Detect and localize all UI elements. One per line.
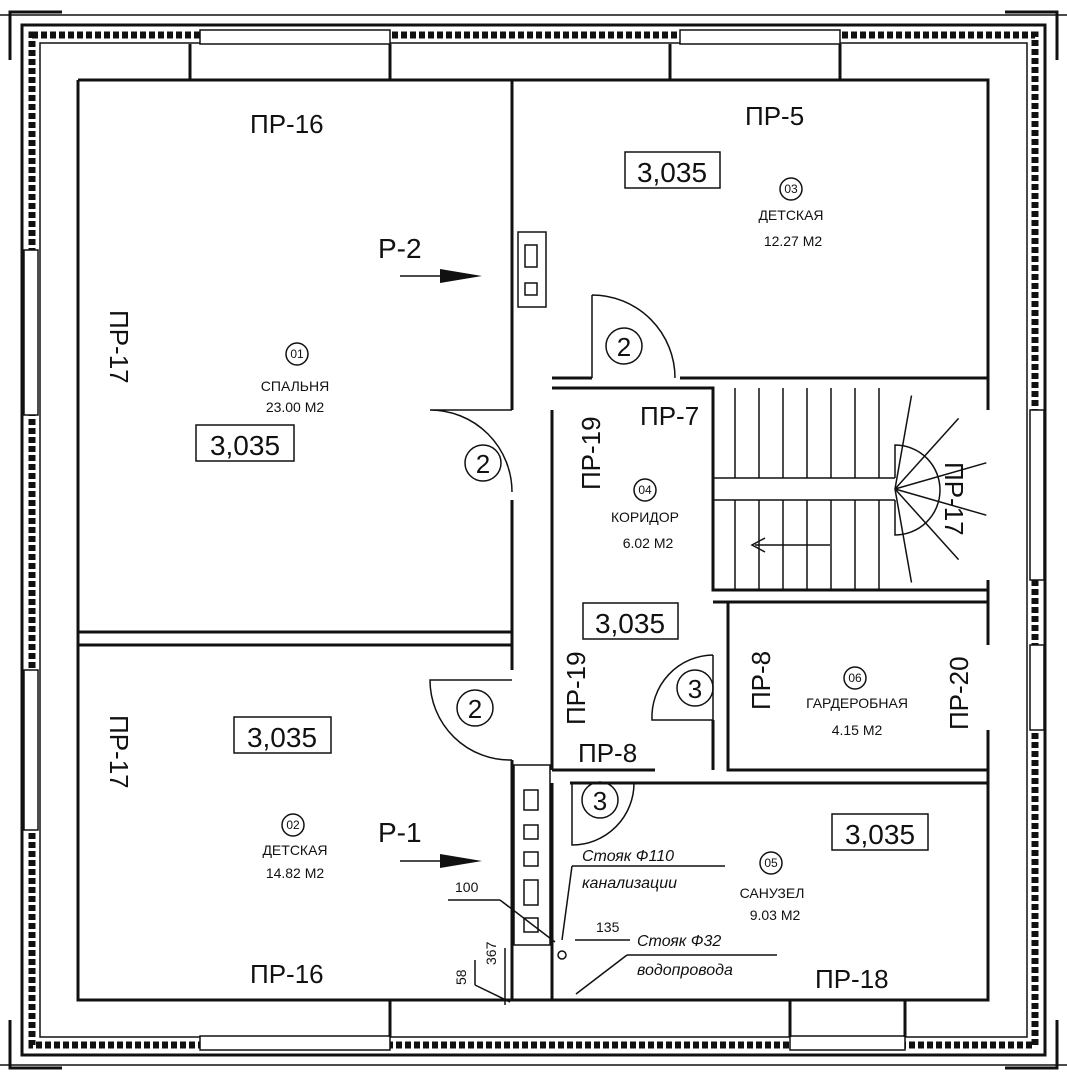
level-mark: 3,035 <box>595 608 665 639</box>
plumbing-notes: Стояк Ф110 канализации Стояк Ф32 водопро… <box>557 848 777 995</box>
door-number: 3 <box>593 786 607 816</box>
wall-label: ПР-19 <box>561 651 591 725</box>
room-area: 23.00 М2 <box>266 399 325 415</box>
level-mark: 3,035 <box>210 430 280 461</box>
room-area: 9.03 М2 <box>750 907 801 923</box>
level-mark: 3,035 <box>247 722 317 753</box>
ventilation-ducts <box>513 231 551 946</box>
wall-label: ПР-20 <box>944 656 974 730</box>
wall-label: ПР-18 <box>815 964 889 994</box>
level-mark: 3,035 <box>637 157 707 188</box>
staircase <box>713 388 987 590</box>
wall-label: ПР-17 <box>104 715 134 789</box>
interior-walls <box>76 44 990 1037</box>
dimension-label: 58 <box>453 969 469 985</box>
door-number: 2 <box>617 332 631 362</box>
stair-winder <box>894 444 941 536</box>
windows <box>23 29 1045 1051</box>
room-number: 02 <box>286 818 300 832</box>
exterior-walls <box>0 10 1067 1070</box>
room-name: ДЕТСКАЯ <box>262 842 327 858</box>
room-name: СПАЛЬНЯ <box>261 378 329 394</box>
dimension-label: 135 <box>596 919 620 935</box>
wall-label: ПР-17 <box>939 462 969 536</box>
door-number: 2 <box>468 694 482 724</box>
room-number: 03 <box>784 182 798 196</box>
door-number: 2 <box>476 449 490 479</box>
sewer-riser-note: канализации <box>582 875 677 892</box>
stair-tread <box>894 488 987 516</box>
stair-tread <box>894 462 987 490</box>
door-markers: 2 2 2 3 3 <box>456 327 714 819</box>
wall-label: ПР-16 <box>250 109 324 139</box>
stair-direction-arrow <box>750 537 766 553</box>
wall-label: ПР-16 <box>250 959 324 989</box>
dimension-label: 100 <box>455 879 479 895</box>
room-area: 12.27 М2 <box>764 233 823 249</box>
section-label: Р-2 <box>378 233 422 264</box>
stair-tread <box>894 417 960 490</box>
room-number: 05 <box>764 856 778 870</box>
doors <box>429 294 714 846</box>
section-label: Р-1 <box>378 817 422 848</box>
section-markers: Р-2 Р-1 <box>378 233 482 868</box>
wall-label: ПР-19 <box>576 416 606 490</box>
room-number: 06 <box>848 671 862 685</box>
room-name: САНУЗЕЛ <box>740 885 805 901</box>
room-name: ДЕТСКАЯ <box>758 207 823 223</box>
water-riser-note: Стояк Ф32 <box>637 933 721 950</box>
level-mark: 3,035 <box>845 819 915 850</box>
room-name: КОРИДОР <box>611 509 679 525</box>
wall-label: ПР-7 <box>640 401 699 431</box>
level-marks: 3,035 3,035 3,035 3,035 3,035 <box>195 151 929 851</box>
sewer-riser-note: Стояк Ф110 <box>582 848 674 865</box>
room-number: 04 <box>638 483 652 497</box>
dimension-label: 367 <box>483 941 499 965</box>
door-number: 3 <box>688 674 702 704</box>
wall-label: ПР-8 <box>746 651 776 710</box>
dimensions: 100 367 58 135 <box>448 879 630 1005</box>
room-area: 14.82 М2 <box>266 865 325 881</box>
wall-label: ПР-8 <box>578 738 637 768</box>
water-riser-note: водопровода <box>637 962 733 979</box>
wall-label: ПР-5 <box>745 101 804 131</box>
room-area: 4.15 М2 <box>832 722 883 738</box>
stair-tread <box>894 488 913 583</box>
wall-label: ПР-17 <box>104 310 134 384</box>
room-number: 01 <box>290 347 304 361</box>
room-area: 6.02 М2 <box>623 535 674 551</box>
stair-tread <box>894 488 960 561</box>
stair-tread <box>894 395 913 490</box>
room-name: ГАРДЕРОБНАЯ <box>806 695 908 711</box>
wall-labels: ПР-16 ПР-16 ПР-5 ПР-7 ПР-8 ПР-18 ПР-17 П… <box>104 101 974 994</box>
